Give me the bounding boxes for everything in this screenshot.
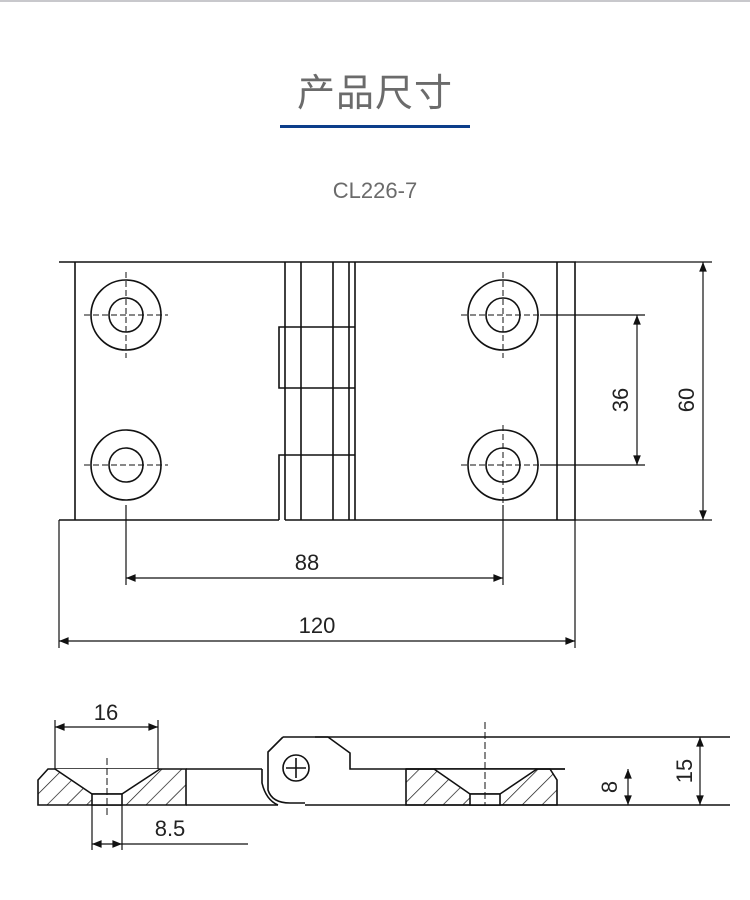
- dim-8-5: 8.5: [155, 816, 186, 841]
- dim-8: 8: [597, 781, 622, 793]
- dim-16: 16: [94, 700, 118, 725]
- dim-15: 15: [672, 759, 697, 783]
- side-view: [37, 720, 730, 850]
- dim-36: 36: [608, 388, 633, 412]
- mounting-holes: [90, 279, 539, 501]
- top-divider: [0, 0, 750, 2]
- top-view: [58, 261, 712, 648]
- page-title: 产品尺寸: [296, 71, 453, 115]
- title-underline: [280, 125, 470, 128]
- model-number: CL226-7: [332, 178, 418, 203]
- dim-88: 88: [295, 550, 319, 575]
- dim-60: 60: [674, 388, 699, 412]
- dim-120: 120: [299, 613, 336, 638]
